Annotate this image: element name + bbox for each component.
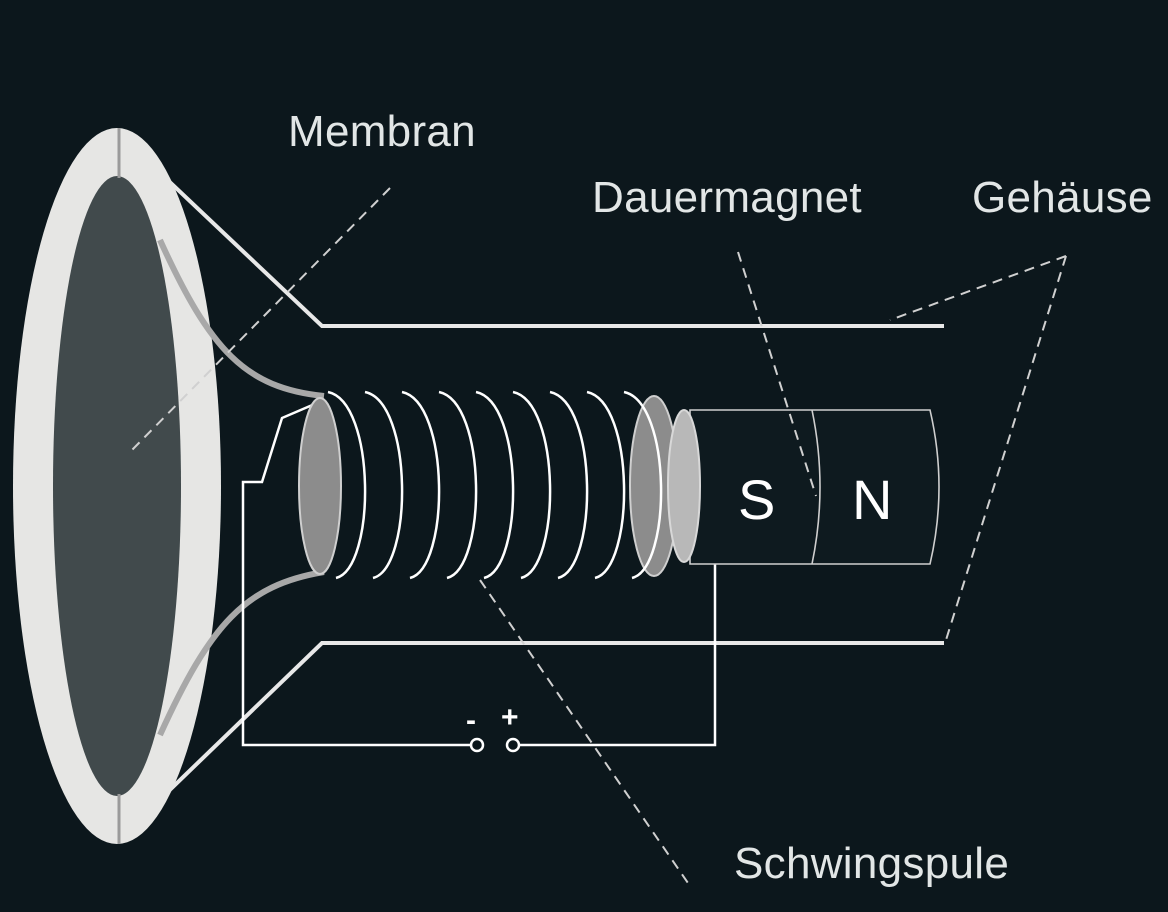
membrane — [13, 128, 221, 844]
leader-gehaeuse-top — [889, 255, 1067, 321]
suspension — [157, 238, 325, 737]
magnet-label: Dauermagnet — [592, 173, 862, 222]
permanent-magnet — [689, 409, 940, 565]
magnet-body — [689, 409, 940, 565]
leader-dauermagnet — [737, 251, 817, 497]
housing-label: Gehäuse — [972, 173, 1153, 222]
leader-gehaeuse-bottom — [945, 255, 1067, 641]
housing — [118, 133, 944, 840]
leader-schwingspule — [479, 579, 691, 887]
coil-winding — [512, 390, 552, 580]
coil-winding — [364, 390, 404, 580]
coil-winding — [549, 390, 589, 580]
terminal-minus-label: - — [466, 704, 476, 737]
suspension-bottom — [157, 569, 325, 737]
membrane-label: Membran — [288, 107, 476, 156]
leader-lines — [131, 187, 1067, 887]
coil-disc-right-front — [667, 409, 701, 563]
coil-winding — [327, 390, 367, 580]
magnet-pole-north: N — [852, 468, 893, 531]
coil-disc-left — [298, 397, 342, 575]
housing-bottom-outline — [118, 641, 944, 840]
suspension-top — [157, 238, 325, 399]
magnet-pole-south: S — [738, 468, 776, 531]
circuit-wire-left — [241, 398, 470, 747]
coil-discs — [298, 395, 701, 577]
housing-top-outline — [118, 133, 944, 328]
terminal-plus-node — [505, 737, 521, 753]
magnet-pole-divider — [811, 409, 821, 565]
coil-winding — [586, 390, 626, 580]
terminal-plus-label: + — [501, 701, 519, 734]
coil-winding — [475, 390, 515, 580]
membrane-inner — [53, 176, 181, 796]
voice-coil — [327, 390, 663, 580]
terminal-minus-node — [469, 737, 485, 753]
leader-membran — [131, 187, 391, 451]
coil-label: Schwingspule — [734, 839, 1010, 888]
coil-winding — [401, 390, 441, 580]
coil-winding — [438, 390, 478, 580]
coil-winding — [623, 390, 663, 580]
